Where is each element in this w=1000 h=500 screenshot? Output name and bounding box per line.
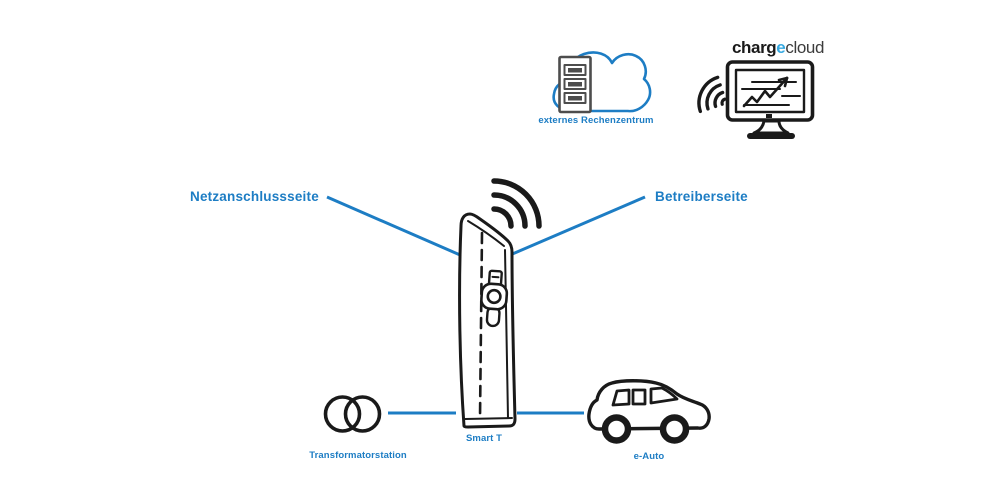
label-externes-rechenzentrum: externes Rechenzentrum — [538, 115, 654, 126]
transformer-icon — [323, 395, 382, 433]
car-wheel-front — [659, 414, 690, 444]
car-icon — [587, 379, 711, 444]
wifi-icon-cloud — [697, 75, 727, 114]
chargecloud-logo: chargecloud — [732, 38, 824, 58]
label-transformatorstation: Transformatorstation — [309, 450, 407, 461]
car-wheel-rear — [601, 414, 632, 444]
monitor-chart-lines — [741, 81, 801, 106]
label-betreiberseite: Betreiberseite — [655, 189, 748, 204]
station-lock-icon — [480, 269, 509, 328]
server-icon — [558, 55, 592, 114]
connector-netzanschlussseite — [326, 195, 468, 260]
charging-station-icon — [458, 212, 517, 429]
label-netzanschlussseite: Netzanschlussseite — [190, 189, 319, 204]
connector-betreiberseite — [502, 195, 646, 260]
car-windshield — [649, 386, 679, 405]
monitor-stand — [752, 119, 790, 135]
logo-part-charg: charg — [732, 38, 777, 57]
logo-part-e: e — [776, 38, 786, 57]
logo-part-cloud: cloud — [785, 38, 825, 57]
monitor-icon — [725, 60, 815, 139]
car-window-mid — [631, 388, 647, 406]
monitor-chart-arrow — [742, 76, 789, 108]
car-window-rear — [611, 388, 631, 407]
monitor-button — [766, 114, 772, 118]
label-e-auto: e-Auto — [633, 451, 665, 462]
station-divider-dashed-line — [478, 231, 484, 420]
wifi-icon-station — [491, 178, 542, 229]
cloud-icon — [552, 51, 652, 113]
label-smart-t: Smart T — [465, 433, 503, 444]
connector-lines — [326, 195, 646, 415]
